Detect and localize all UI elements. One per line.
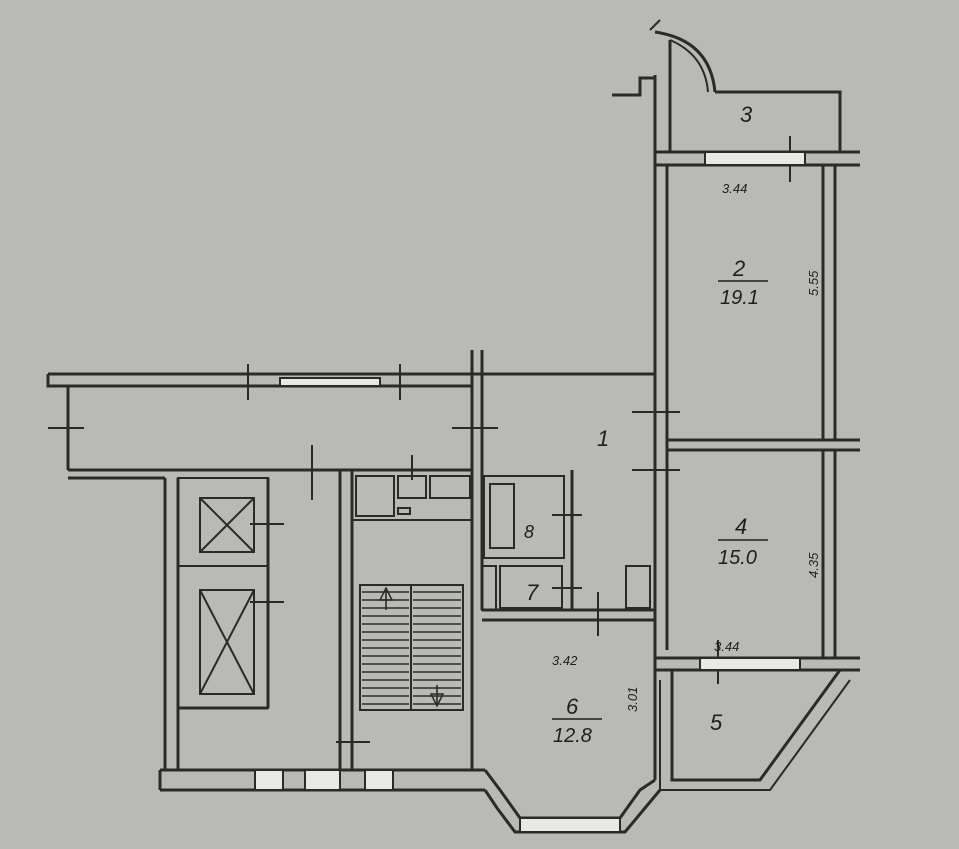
wc-closet [481,565,497,611]
utility-closets [355,475,471,517]
room4-length-dim: 4.35 [806,552,821,578]
room-1-number: 1 [597,426,609,451]
window-room2 [704,151,806,166]
elevator-large-cross [199,589,255,695]
stair-up-arrowhead [378,586,394,601]
room-2-number: 2 [732,256,745,281]
balcony5-outer [659,679,851,791]
staircase [359,584,464,711]
room-4-area: 15.0 [718,547,757,569]
window-stair-2 [304,769,341,791]
room-7-number: 7 [526,580,539,605]
room6-length-dim: 3.01 [625,687,640,712]
elevator-small-cross [199,497,255,553]
bathroom8-frame [483,475,565,559]
windows [254,151,806,833]
room-2-area: 19.1 [720,287,759,309]
balcony3-left-top [649,19,661,31]
balcony3-curve-inner [669,39,709,93]
balcony3-top [715,90,842,152]
room-4-number: 4 [735,514,747,539]
bathroom7-frame [499,565,563,609]
room-5-number: 5 [710,710,723,735]
balcony5-wall [670,669,842,782]
window-corridor [279,377,381,387]
room2-width-dim: 3.44 [722,181,747,196]
room6-width-dim: 3.42 [552,653,578,668]
window-bay-center [519,817,621,833]
elevator-small [199,497,255,553]
dimension-labels: 3.44 5.55 3.44 4.35 3.42 3.01 [552,181,821,712]
closet-d [397,507,411,515]
corridor-left-wall [46,374,70,470]
bathtub [489,483,515,549]
room4-width-dim: 3.44 [714,639,739,654]
room-6-area: 12.8 [553,725,592,747]
closet-b [397,475,427,499]
window-stair-3 [364,769,394,791]
window-room4 [699,657,801,671]
balcony3-wall [612,76,655,97]
room-8-number: 8 [524,522,534,542]
room-3-number: 3 [740,102,753,127]
hall-closet [625,565,651,609]
elevators [178,497,268,695]
stair-down-arrowhead [429,693,445,708]
balcony3-curve [654,30,717,93]
stair-arrows [378,586,445,708]
closet-a [355,475,395,517]
room6-bay-wall [483,769,656,820]
closet-c [429,475,471,499]
bathrooms [481,475,651,611]
elevator-large [199,589,255,695]
room-labels: 1 2 19.1 3 4 15.0 5 6 12.8 7 8 [524,102,768,747]
room2-length-dim: 5.55 [806,270,821,296]
room-6-number: 6 [566,694,579,719]
window-stair-1 [254,769,284,791]
